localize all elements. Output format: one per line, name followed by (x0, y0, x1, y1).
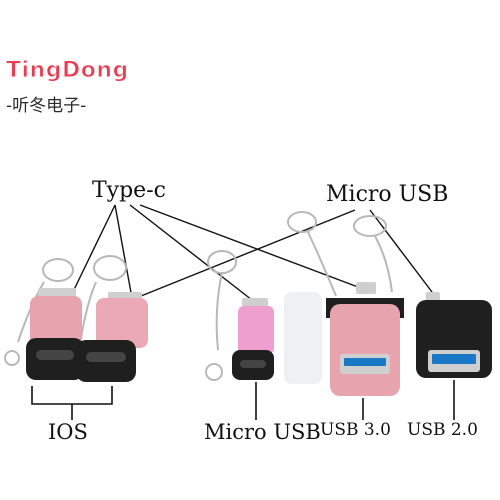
micro-usb-adapter (205, 298, 274, 381)
label-micro-usb-top: Micro USB (326, 182, 449, 207)
callout-lines-type-c (69, 204, 367, 301)
usb-2-0-adapter (416, 292, 492, 378)
label-usb-2-0: USB 2.0 (407, 420, 478, 440)
callout-lines-micro-usb (135, 209, 433, 299)
brand-logo-text: TingDong (6, 58, 129, 84)
clear-adapter (284, 292, 322, 384)
ios-adapter-left (4, 288, 84, 380)
brand-subtitle: -听冬电子- (6, 96, 87, 116)
label-micro-usb-bottom: Micro USB (204, 420, 321, 444)
label-ios: IOS (48, 420, 88, 444)
ios-bracket (31, 386, 113, 405)
ios-adapter-right (76, 292, 148, 382)
label-type-c: Type-c (92, 178, 166, 203)
label-usb-3-0: USB 3.0 (320, 420, 391, 440)
keychains (17, 211, 393, 351)
usb-3-0-adapter (326, 282, 404, 396)
